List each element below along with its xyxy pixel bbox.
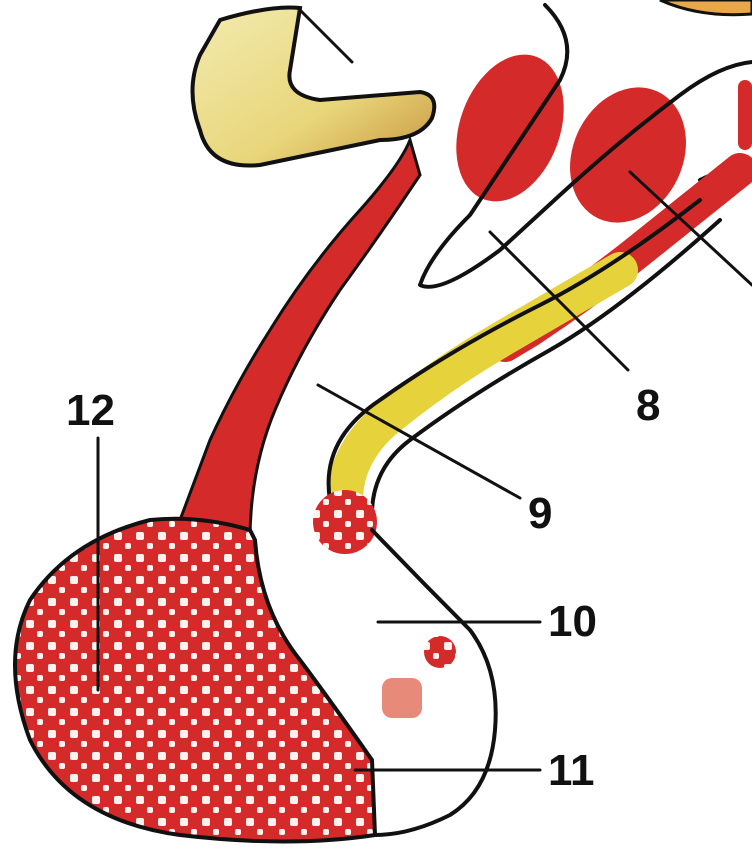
red-oval-left xyxy=(437,39,583,216)
granule-2 xyxy=(382,678,422,718)
red-stalk xyxy=(180,140,420,540)
duct-terminal-knob xyxy=(313,490,377,554)
label-10: 10 xyxy=(548,597,597,646)
red-edge-fragment xyxy=(738,80,752,150)
dotted-sac xyxy=(15,519,375,842)
cap-leader-line xyxy=(300,10,352,62)
label-8: 8 xyxy=(636,381,660,430)
top-right-fragment xyxy=(660,0,752,15)
label-11: 11 xyxy=(548,746,595,795)
label-9: 9 xyxy=(528,489,552,538)
label-12: 12 xyxy=(66,386,115,435)
upper-cap-structure xyxy=(193,8,435,166)
granule-1 xyxy=(424,636,456,668)
